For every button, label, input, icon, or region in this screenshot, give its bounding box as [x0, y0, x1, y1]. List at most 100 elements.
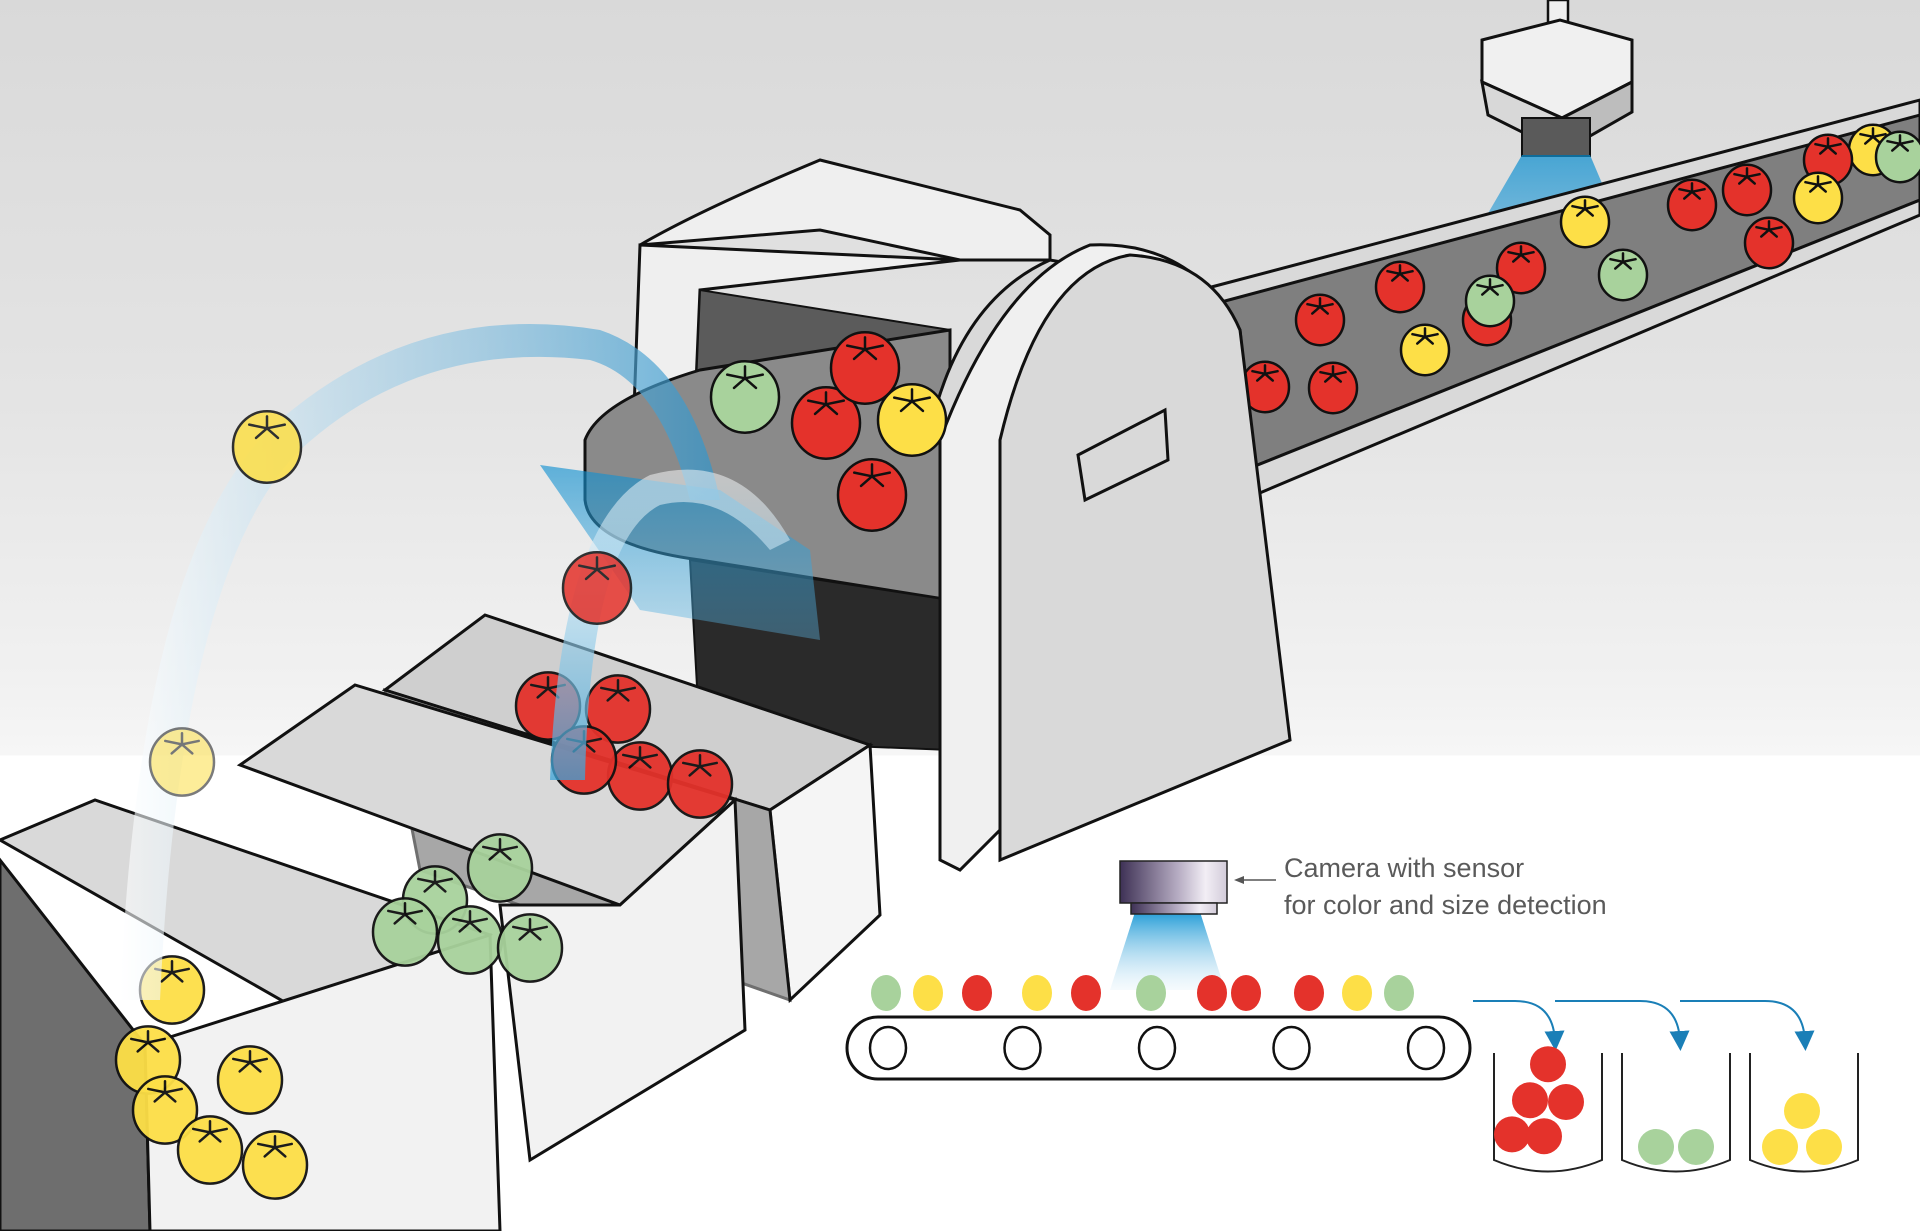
tomato-stem — [852, 471, 874, 478]
crate-tomato-green — [466, 833, 534, 903]
tomato-stem — [1571, 204, 1587, 211]
tomato-stem — [813, 403, 828, 416]
tomato-stem — [698, 761, 718, 768]
tomato-stem — [248, 1057, 268, 1064]
tomato-stem — [170, 971, 184, 983]
belt-roller — [1137, 1025, 1177, 1071]
tomato-stem — [433, 877, 453, 884]
tomato-stem — [1507, 250, 1523, 257]
tomato-stem — [1898, 142, 1910, 152]
tomato-green — [1464, 274, 1516, 328]
tomato-stem — [488, 849, 502, 861]
tomato-stem — [273, 1146, 287, 1158]
tomato-stem — [1263, 369, 1279, 376]
belt-item-red — [1294, 975, 1324, 1011]
schematic-belt-items — [871, 975, 1414, 1011]
tomato-stem — [160, 971, 174, 983]
tomato-stem — [616, 686, 636, 693]
tomato-yellow — [1792, 171, 1844, 225]
caption-line-1: Camera with sensor — [1284, 853, 1525, 883]
tomato-stem — [1755, 225, 1771, 232]
tomato-stem — [208, 1131, 222, 1143]
tomato-stem — [870, 471, 892, 478]
tomato-stem — [232, 1057, 252, 1064]
tomato-stem — [1415, 335, 1427, 345]
tomato-stem — [1690, 187, 1706, 194]
bin-green — [1621, 1053, 1731, 1173]
tomato-stem — [498, 845, 518, 852]
tomato-stem — [899, 400, 914, 413]
bin-ball-yellow — [1784, 1093, 1820, 1129]
bin-ball-red — [1526, 1118, 1562, 1155]
tomato-stem — [1690, 190, 1702, 200]
tomato-stem — [136, 1041, 150, 1053]
tomato-stem — [536, 687, 550, 699]
tomato-stem — [1476, 283, 1492, 290]
tomato-stem — [170, 743, 184, 755]
flying-tomatoes — [148, 410, 633, 797]
flying-tomato-yellow — [231, 410, 303, 484]
tomato-stem — [1871, 132, 1887, 139]
bin-ball-yellow — [1806, 1129, 1842, 1165]
tomato-stem — [622, 753, 642, 760]
tomato-stem — [192, 1127, 212, 1134]
tomato-stem — [1808, 183, 1820, 193]
trajectory-arc-yellow — [120, 324, 720, 1000]
tomato-stem — [1609, 257, 1625, 264]
tomato-stem — [638, 757, 652, 769]
tomato-stem — [1583, 207, 1595, 217]
tomato-stem — [743, 373, 765, 380]
flying-tomato-red — [561, 551, 633, 625]
tomato-stem — [1423, 335, 1435, 345]
tomato-stem — [164, 739, 184, 746]
trajectory-arc-red — [550, 469, 790, 780]
tomato-stem — [530, 683, 550, 690]
tomato-stem — [1826, 142, 1842, 149]
belt-item-red — [1231, 975, 1261, 1011]
tomato-stem — [863, 344, 885, 351]
tomato-stem — [433, 881, 447, 893]
crate-tomato-yellow — [176, 1115, 244, 1185]
bin-ball-green — [1678, 1129, 1714, 1165]
tomato-stem — [1423, 332, 1439, 339]
tomato-stem — [1767, 228, 1779, 238]
tomato-stem — [153, 1091, 167, 1103]
tomato-stem — [910, 400, 925, 413]
tomato-stem — [725, 373, 747, 380]
tomato-green — [1597, 248, 1649, 302]
tomato-green — [709, 360, 781, 434]
tomato-stem — [257, 1142, 277, 1149]
crate-tomato-green — [436, 905, 504, 975]
tomato-stem — [1613, 260, 1625, 270]
tomato-red — [836, 458, 908, 532]
tomato-stem — [180, 739, 200, 746]
bin-ball-yellow — [1762, 1129, 1798, 1165]
tomato-stem — [582, 737, 602, 744]
tomato-stem — [824, 403, 839, 416]
tomato-stem — [1488, 286, 1500, 296]
belt-roller — [1406, 1025, 1446, 1071]
tomato-stem — [1263, 372, 1275, 382]
tomato-red — [1495, 241, 1547, 295]
tomato-stem — [208, 1127, 228, 1134]
schematic-camera-beam — [1110, 912, 1225, 990]
belt-item-yellow — [1342, 975, 1372, 1011]
tomato-stem — [452, 917, 472, 924]
tomato-stem — [498, 849, 512, 861]
belt-item-green — [871, 975, 901, 1011]
tomato-stem — [1390, 272, 1402, 282]
tomato-stem — [198, 1131, 212, 1143]
tomato-stem — [1583, 204, 1599, 211]
tomato-stem — [698, 765, 712, 777]
air-jet-beam — [540, 465, 820, 640]
tomato-stem — [265, 423, 287, 430]
bin-ball-red — [1548, 1084, 1584, 1120]
tomato-stem — [403, 913, 417, 925]
crate-tomato-yellow — [131, 1075, 199, 1145]
belt-roller — [1003, 1025, 1042, 1071]
tomato-stem — [130, 1037, 150, 1044]
tomato-stem — [577, 564, 599, 571]
tomato-stem — [458, 921, 472, 933]
tomato-red — [1743, 216, 1795, 270]
tomato-stem — [1859, 132, 1875, 139]
